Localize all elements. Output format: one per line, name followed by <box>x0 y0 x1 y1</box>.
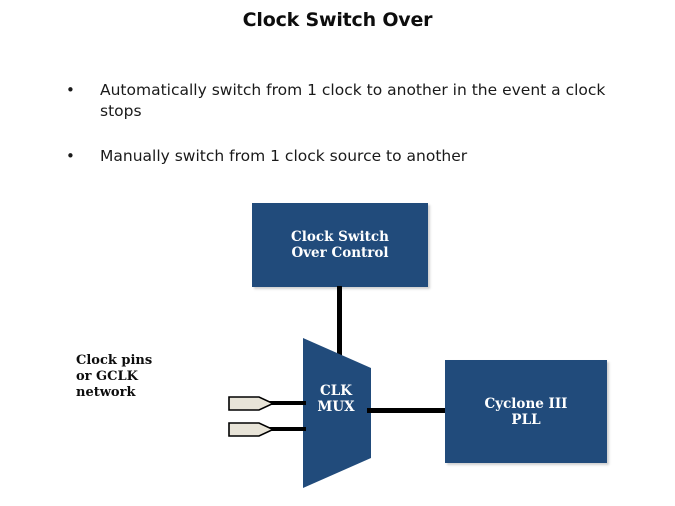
control-block-line1: Clock Switch <box>291 229 389 245</box>
wire-pin1-to-mux <box>268 401 306 405</box>
list-item: • Manually switch from 1 clock source to… <box>62 146 622 167</box>
source-label-line1: Clock pins <box>76 353 153 368</box>
pll-block-line2: PLL <box>511 411 541 428</box>
wire-mux-to-pll <box>367 408 447 413</box>
clock-source-label: Clock pins or GCLK network <box>76 353 216 401</box>
clock-pin-2-icon <box>228 422 274 437</box>
bullet-text: Manually switch from 1 clock source to a… <box>100 147 468 165</box>
control-block-line2: Over Control <box>291 245 389 261</box>
bullet-text: Automatically switch from 1 clock to ano… <box>100 81 606 120</box>
clock-pin-1-icon <box>228 396 274 411</box>
pll-block-line1: Cyclone III <box>484 395 568 412</box>
source-label-line2: or GCLK <box>76 369 138 384</box>
page-title: Clock Switch Over <box>242 9 433 31</box>
clock-switch-over-control-block: Clock Switch Over Control <box>252 203 428 287</box>
bullet-marker-icon: • <box>66 147 75 165</box>
list-item: • Automatically switch from 1 clock to a… <box>62 80 622 122</box>
clk-mux-shape <box>303 338 371 488</box>
bullet-list: • Automatically switch from 1 clock to a… <box>62 80 622 191</box>
wire-pin2-to-mux <box>268 427 306 431</box>
source-label-line3: network <box>76 385 136 400</box>
bullet-marker-icon: • <box>66 81 75 99</box>
wire-control-to-mux <box>337 286 342 356</box>
cyclone-iii-pll-block: Cyclone III PLL <box>445 360 607 463</box>
